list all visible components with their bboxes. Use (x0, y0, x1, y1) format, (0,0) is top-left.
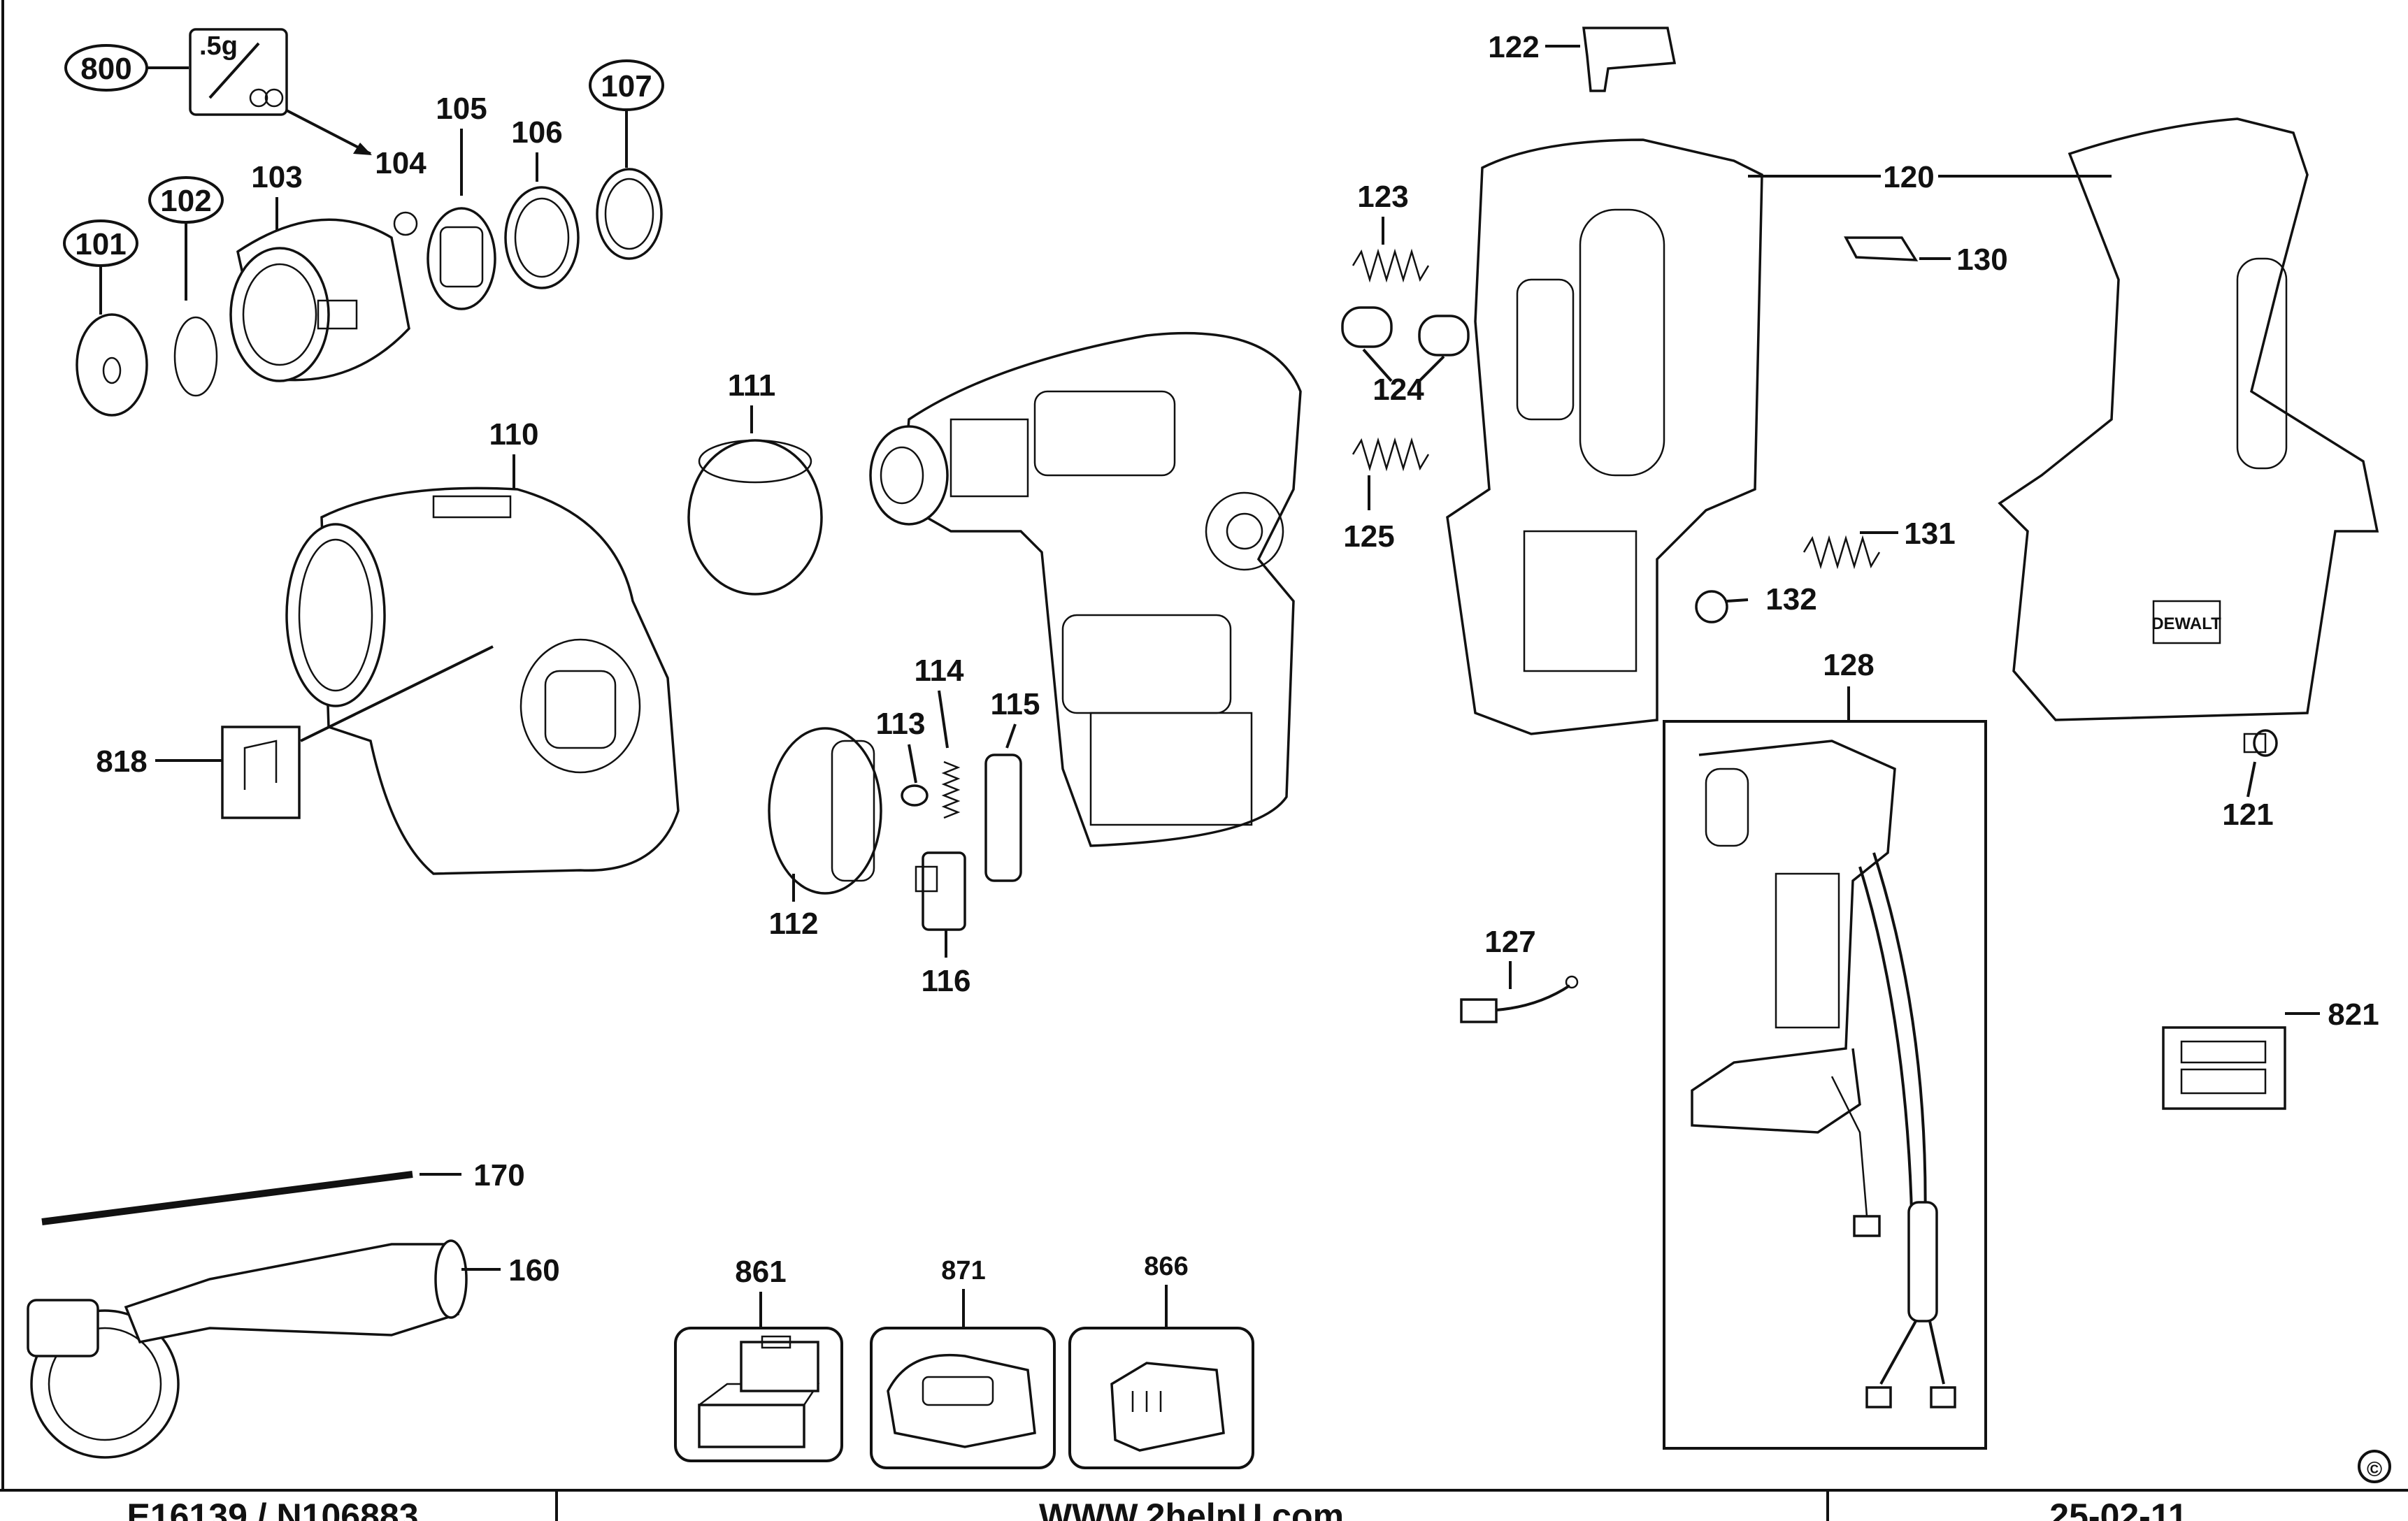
part-105 (427, 207, 496, 310)
label-821: 821 (2328, 997, 2379, 1032)
label-107: 107 (601, 69, 652, 103)
callout-800: 800 (64, 44, 189, 92)
part-124-bushings (1341, 306, 1470, 382)
label-114: 114 (915, 654, 965, 688)
part-866-battery (1110, 1362, 1225, 1452)
label-125: 125 (1343, 519, 1394, 554)
label-871: 871 (941, 1256, 985, 1285)
part-861-box (674, 1327, 843, 1462)
part-821-plate (2162, 1026, 2286, 1110)
label-130: 130 (1956, 243, 2007, 277)
part-113 (901, 784, 929, 807)
part-112-knob (768, 727, 882, 895)
part-123-spring (1352, 248, 1430, 283)
part-103 (229, 218, 410, 382)
copyright-mark (2358, 1450, 2391, 1483)
label-115: 115 (991, 687, 1040, 721)
footer-doc-number: E16139 / N106883 (127, 1497, 418, 1521)
label-104: 104 (375, 146, 427, 180)
part-128-switch-assembly (1691, 740, 1956, 1408)
part-127-wire (1460, 975, 1579, 1023)
part-121-screw (2243, 729, 2278, 757)
part-128-box (1663, 720, 1987, 1450)
part-107 (596, 168, 663, 260)
motor-assembly (869, 331, 1302, 847)
label-160: 160 (508, 1253, 559, 1288)
part-170-depth-rod (41, 1171, 413, 1225)
part-102 (173, 316, 218, 397)
part-871-box (870, 1327, 1056, 1469)
label-121: 121 (2222, 798, 2273, 832)
part-106 (504, 186, 580, 289)
part-125-spring (1352, 437, 1430, 472)
label-105: 105 (436, 92, 487, 126)
part-122 (1582, 27, 1677, 92)
label-131: 131 (1904, 517, 1955, 551)
part-110-gear-housing (285, 486, 680, 875)
callout-101: 101 (63, 219, 138, 315)
label-110: 110 (489, 417, 539, 452)
label-116: 116 (922, 964, 971, 998)
label-861: 861 (735, 1255, 786, 1289)
label-132: 132 (1765, 582, 1816, 617)
copyright-symbol: © (2367, 1458, 2382, 1481)
part-132-button (1695, 590, 1749, 623)
label-170: 170 (473, 1158, 524, 1192)
label-818: 818 (96, 744, 147, 779)
label-101: 101 (75, 227, 126, 261)
callout-102: 102 (148, 176, 224, 301)
label-120: 120 (1883, 160, 1934, 194)
part-111-ring (687, 439, 823, 596)
part-101 (76, 313, 148, 417)
label-866: 866 (1144, 1252, 1188, 1281)
part-114-spring (941, 760, 961, 819)
part-866-box (1068, 1327, 1254, 1469)
part-861-carry-case (698, 1335, 820, 1448)
footer-date: 25-02-11 (2049, 1497, 2187, 1521)
footer-bar: E16139 / N106883 WWW.2helpU.com 25-02-11 (0, 1489, 2408, 1521)
label-128: 128 (1823, 648, 1874, 682)
callout-107: 107 (589, 59, 664, 168)
grease-label: .5g (199, 31, 238, 61)
label-106: 106 (511, 115, 562, 150)
part-104 (393, 211, 418, 236)
label-113: 113 (876, 707, 926, 741)
grease-pack-part: .5g (189, 28, 372, 155)
part-115 (984, 754, 1022, 882)
part-160-side-handle (27, 1239, 468, 1459)
label-127: 127 (1484, 925, 1535, 959)
label-102: 102 (160, 184, 211, 218)
part-120-housing-left (1446, 138, 1763, 735)
part-116 (915, 851, 966, 931)
part-871-charger (887, 1353, 1036, 1448)
label-112: 112 (769, 907, 819, 941)
label-124: 124 (1373, 373, 1424, 407)
part-120-housing-right: DEWALT (1998, 117, 2379, 721)
label-122: 122 (1488, 30, 1539, 64)
part-818-label-plate (221, 645, 494, 819)
footer-website: WWW.2helpU.com (1039, 1497, 1344, 1521)
dewalt-badge: DEWALT (2151, 614, 2221, 633)
label-103: 103 (251, 160, 302, 194)
part-131-spring (1803, 535, 1881, 570)
label-111: 111 (728, 368, 776, 403)
label-123: 123 (1357, 180, 1408, 214)
label-800: 800 (80, 52, 131, 86)
part-130 (1844, 236, 1919, 261)
